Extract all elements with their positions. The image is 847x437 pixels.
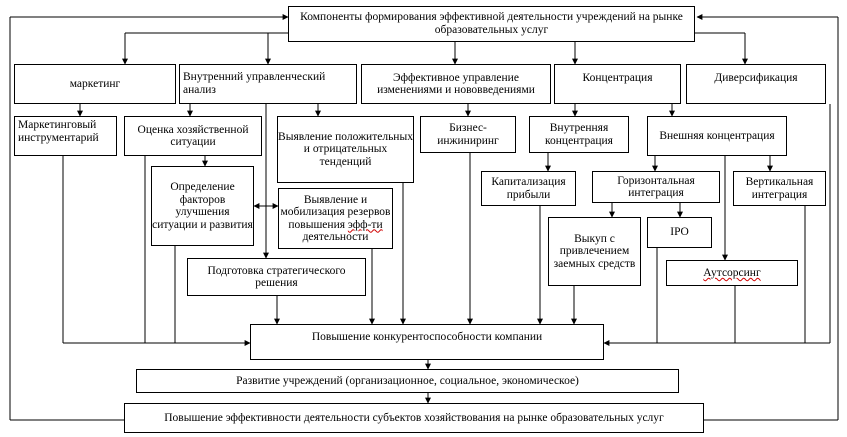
concentration-label: Концентрация xyxy=(582,72,653,84)
competitiveness-label: Повышение конкурентоспособности компании xyxy=(311,331,543,343)
trends-label: Выявление положительных и отрицательных … xyxy=(278,130,413,168)
horizontal-integration-box: Горизонтальная интеграция xyxy=(592,171,720,203)
vertical-integration-label: Вертикальная интеграция xyxy=(745,176,814,201)
internal-analysis-label: Внутренний управленческий анализ xyxy=(183,71,326,96)
internal-concentration-label: Внутренняя концентрация xyxy=(545,122,613,147)
outsourcing-label: Аутсорсинг xyxy=(703,266,761,279)
capitalization-label: Капитализация прибыли xyxy=(491,176,566,201)
reserves-text-post: деятельности xyxy=(302,231,369,243)
marketing-tools-label: Маркетинговый инструментарий xyxy=(18,119,99,144)
vertical-integration-box: Вертикальная интеграция xyxy=(733,171,826,206)
external-concentration-box: Внешняя концентрация xyxy=(647,116,787,156)
competitiveness-box: Повышение конкурентоспособности компании xyxy=(250,324,604,360)
reserves-label: Выявление и мобилизация резервов повышен… xyxy=(279,194,392,244)
efficiency-box: Повышение эффективности деятельности суб… xyxy=(124,403,704,433)
horizontal-integration-label: Горизонтальная интеграция xyxy=(617,174,695,200)
business-engineering-label: Бизнес-инжиниринг xyxy=(437,122,499,147)
improvement-factors-box: Определение факторов улучшения ситуации … xyxy=(151,166,254,246)
marketing-label: маркетинг xyxy=(69,77,121,90)
trends-box: Выявление положительных и отрицательных … xyxy=(277,116,414,183)
situation-assessment-label: Оценка хозяйственной ситуации xyxy=(137,123,249,149)
development-box: Развитие учреждений (организационное, со… xyxy=(136,369,679,393)
diversification-box: Диверсификация xyxy=(686,64,826,104)
ipo-box: IPO xyxy=(647,217,712,248)
reserves-text-abbr: эфф-ти xyxy=(347,218,383,231)
ipo-label: IPO xyxy=(670,226,689,239)
buyout-label: Выкуп с привлечением заемных средств xyxy=(553,232,636,270)
diversification-label: Диверсификация xyxy=(714,72,798,84)
efficiency-label: Повышение эффективности деятельности суб… xyxy=(164,411,664,424)
internal-concentration-box: Внутренняя концентрация xyxy=(529,116,629,153)
strategic-decision-box: Подготовка стратегического решения xyxy=(187,258,366,296)
diagram-title-box: Компоненты формирования эффективной деят… xyxy=(288,6,695,42)
development-label: Развитие учреждений (организационное, со… xyxy=(236,374,579,387)
external-concentration-label: Внешняя концентрация xyxy=(659,129,775,142)
internal-analysis-box: Внутренний управленческий анализ xyxy=(179,64,357,104)
capitalization-box: Капитализация прибыли xyxy=(481,171,576,206)
change-management-box: Эффективное управление изменениями и нов… xyxy=(361,64,551,104)
diagram-title: Компоненты формирования эффективной деят… xyxy=(300,11,683,36)
marketing-box: маркетинг xyxy=(14,64,176,104)
situation-assessment-box: Оценка хозяйственной ситуации xyxy=(124,116,262,156)
improvement-factors-label: Определение факторов улучшения ситуации … xyxy=(152,181,253,231)
reserves-box: Выявление и мобилизация резервов повышен… xyxy=(278,188,393,249)
business-engineering-box: Бизнес-инжиниринг xyxy=(420,116,516,153)
concentration-box: Концентрация xyxy=(554,64,681,104)
marketing-tools-box: Маркетинговый инструментарий xyxy=(14,116,117,156)
outsourcing-box: Аутсорсинг xyxy=(666,260,798,286)
change-management-label: Эффективное управление изменениями и нов… xyxy=(377,71,535,97)
strategic-decision-label: Подготовка стратегического решения xyxy=(207,264,346,290)
buyout-box: Выкуп с привлечением заемных средств xyxy=(548,217,641,286)
reserves-text-pre: Выявление и мобилизация резервов повышен… xyxy=(280,193,391,231)
